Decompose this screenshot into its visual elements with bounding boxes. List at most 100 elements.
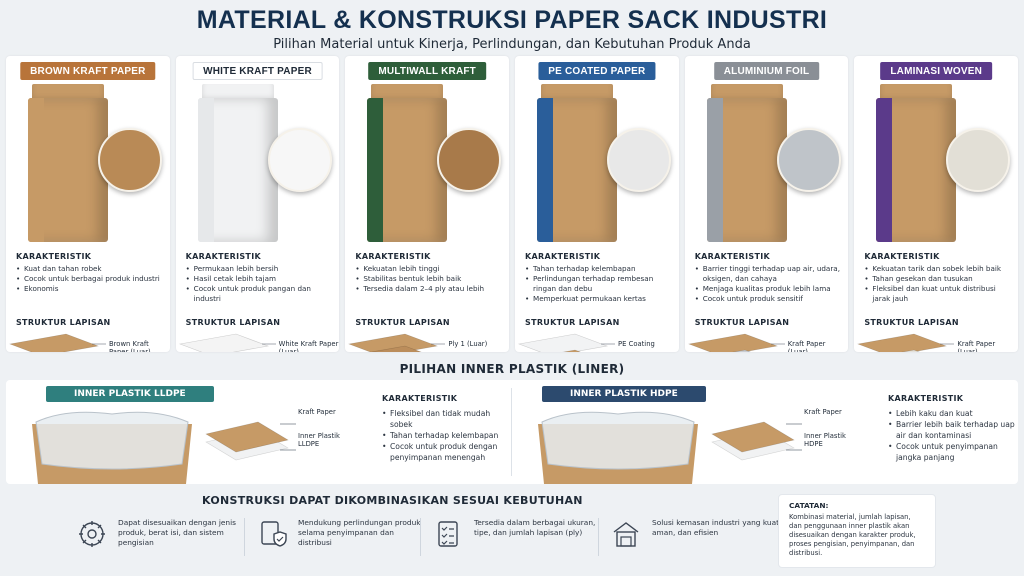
warehouse-icon — [613, 522, 639, 547]
structure-heading: STRUKTUR LAPISAN — [185, 318, 281, 327]
sack-illustration — [531, 84, 621, 244]
feature-item: Tahan gesekan dan tusukan — [864, 274, 1014, 284]
sack-side-band — [28, 98, 44, 242]
layer-label: White Kraft Paper (Luar) — [278, 340, 339, 352]
characteristics-heading: KARAKTERISTIK — [185, 252, 261, 261]
sack-top — [710, 84, 783, 102]
sack-illustration — [361, 84, 451, 244]
layer-sheet — [178, 333, 269, 352]
material-card: BROWN KRAFT PAPERKARAKTERISTIKKuat dan t… — [6, 56, 170, 352]
combination-text: Mendukung perlindungan produk selama pen… — [298, 518, 421, 547]
feature-list: Kuat dan tahan robekCocok untuk berbagai… — [16, 264, 166, 294]
layer-structure-diagram — [8, 333, 106, 352]
feature-list: Barrier tinggi terhadap uap air, udara, … — [695, 264, 845, 304]
sack-side-band — [537, 98, 554, 242]
feature-list: Tahan terhadap kelembapanPerlindungan te… — [525, 264, 675, 304]
feature-item: Kekuatan tarik dan sobek lebih baik — [864, 264, 1014, 274]
sack-side-band — [367, 98, 384, 242]
structure-heading: STRUKTUR LAPISAN — [864, 318, 959, 327]
combination-text: Solusi kemasan industri yang kuat, aman,… — [652, 518, 782, 537]
layer-sheet — [731, 349, 751, 352]
sack-illustration — [22, 84, 112, 244]
structure-heading: STRUKTUR LAPISAN — [355, 318, 450, 327]
feature-item: Stabilitas bentuk lebih baik — [355, 274, 505, 284]
feature-item: Cocok untuk produk dengan penyimpanan me… — [382, 441, 510, 463]
feature-item: Cocok untuk produk sensitif — [695, 294, 845, 304]
material-name-badge: WHITE KRAFT PAPER — [192, 62, 323, 80]
characteristics-heading: KARAKTERISTIK — [382, 394, 458, 403]
layer-sheet — [348, 333, 439, 352]
sack-side-band — [876, 98, 893, 242]
material-card: WHITE KRAFT PAPERKARAKTERISTIKPermukaan … — [175, 56, 340, 352]
inner-plastic — [35, 411, 189, 470]
feature-item: Barrier tinggi terhadap uap air, udara, … — [695, 264, 845, 284]
material-card: ALUMINIUM FOILKARAKTERISTIKBarrier tingg… — [684, 56, 849, 352]
item-separator — [244, 518, 245, 556]
feature-list: Kekuatan tarik dan sobek lebih baikTahan… — [864, 264, 1014, 304]
layer-sheet — [205, 421, 289, 453]
layer-sheet — [687, 333, 778, 352]
structure-heading: STRUKTUR LAPISAN — [694, 318, 790, 327]
layer-sheet — [857, 333, 948, 352]
item-separator — [420, 518, 421, 556]
layer-sheet — [901, 349, 921, 352]
gear-icon — [79, 521, 105, 547]
liner-illustration — [538, 411, 802, 484]
layer-label: Brown Kraft Paper (Luar) — [109, 340, 151, 352]
material-card: LAMINASI WOVENKARAKTERISTIKKekuatan tari… — [854, 56, 1019, 352]
bottom-section: KONSTRUKSI DAPAT DIKOMBINASIKAN SESUAI K… — [6, 488, 1018, 572]
feature-item: Lebih kaku dan kuat — [888, 408, 1016, 419]
feature-item: Fleksibel dan kuat untuk distribusi jara… — [864, 284, 1014, 304]
feature-item: Fleksibel dan tidak mudah sobek — [382, 408, 510, 430]
layer-label: PE Coating — [618, 340, 655, 348]
material-name-badge: ALUMINIUM FOIL — [713, 62, 820, 80]
feature-item: Hasil cetak lebih tajam — [186, 274, 336, 284]
note-box: CATATAN: Kombinasi material, jumlah lapi… — [778, 494, 936, 568]
material-cards: BROWN KRAFT PAPER KARAKTERISTIK Kuat dan t… — [6, 56, 1019, 352]
feature-item: Cocok untuk berbagai produk industri — [16, 274, 166, 284]
layer-sheet — [711, 421, 795, 453]
sack-top — [541, 84, 614, 102]
characteristics-heading: KARAKTERISTIK — [864, 252, 940, 261]
header: MATERIAL & KONSTRUKSI PAPER SACK INDUSTR… — [0, 6, 1024, 52]
characteristics-heading: KARAKTERISTIK — [888, 394, 964, 403]
feature-list: Kekuatan lebih tinggiStabilitas bentuk l… — [355, 264, 505, 294]
layer-sheet — [8, 333, 100, 352]
page-title: MATERIAL & KONSTRUKSI PAPER SACK INDUSTR… — [196, 6, 828, 34]
combination-text: Dapat disesuaikan dengan jenis produk, b… — [118, 518, 237, 547]
layer-structure-diagram — [517, 333, 616, 352]
material-texture-swatch — [607, 128, 672, 192]
layer-label: Inner Plastik HDPE — [804, 432, 846, 448]
layer-sheet — [517, 333, 609, 352]
material-card: MULTIWALL KRAFT KARAKTERISTIK Kekuatan leb… — [345, 56, 510, 352]
liner-divider — [511, 388, 512, 476]
material-name-badge: MULTIWALL KRAFT — [368, 62, 486, 80]
inner-plastic — [541, 411, 695, 470]
sack-illustration — [192, 84, 282, 244]
shield-document-icon — [261, 521, 287, 547]
feature-item: Menjaga kualitas produk lebih lama — [695, 284, 845, 294]
layer-sheet — [370, 345, 423, 352]
feature-item: Cocok untuk produk pangan dan industri — [186, 284, 336, 304]
characteristics-heading: KARAKTERISTIK — [355, 252, 431, 261]
liner-section-title: PILIHAN INNER PLASTIK (LINER) — [399, 362, 625, 376]
sack-illustration — [701, 84, 791, 244]
characteristics-heading: KARAKTERISTIK — [525, 252, 601, 261]
page-subtitle: Pilihan Material untuk Kinerja, Perlindu… — [273, 37, 751, 52]
material-texture-swatch — [437, 128, 502, 192]
feature-list: Lebih kaku dan kuatBarrier lebih baik te… — [888, 408, 1016, 463]
layer-structure-diagram — [178, 333, 276, 352]
feature-item: Ekonomis — [16, 284, 166, 294]
sack-top — [32, 84, 104, 102]
material-texture-swatch — [98, 128, 162, 192]
material-texture-swatch — [946, 128, 1011, 192]
liner-illustration — [32, 411, 296, 484]
structure-heading: STRUKTUR LAPISAN — [16, 318, 111, 327]
layer-label: Kraft Paper — [804, 408, 842, 416]
material-name-badge: BROWN KRAFT PAPER — [20, 62, 156, 80]
item-separator — [598, 518, 599, 556]
layer-label: Ply 1 (Luar) — [448, 340, 488, 348]
